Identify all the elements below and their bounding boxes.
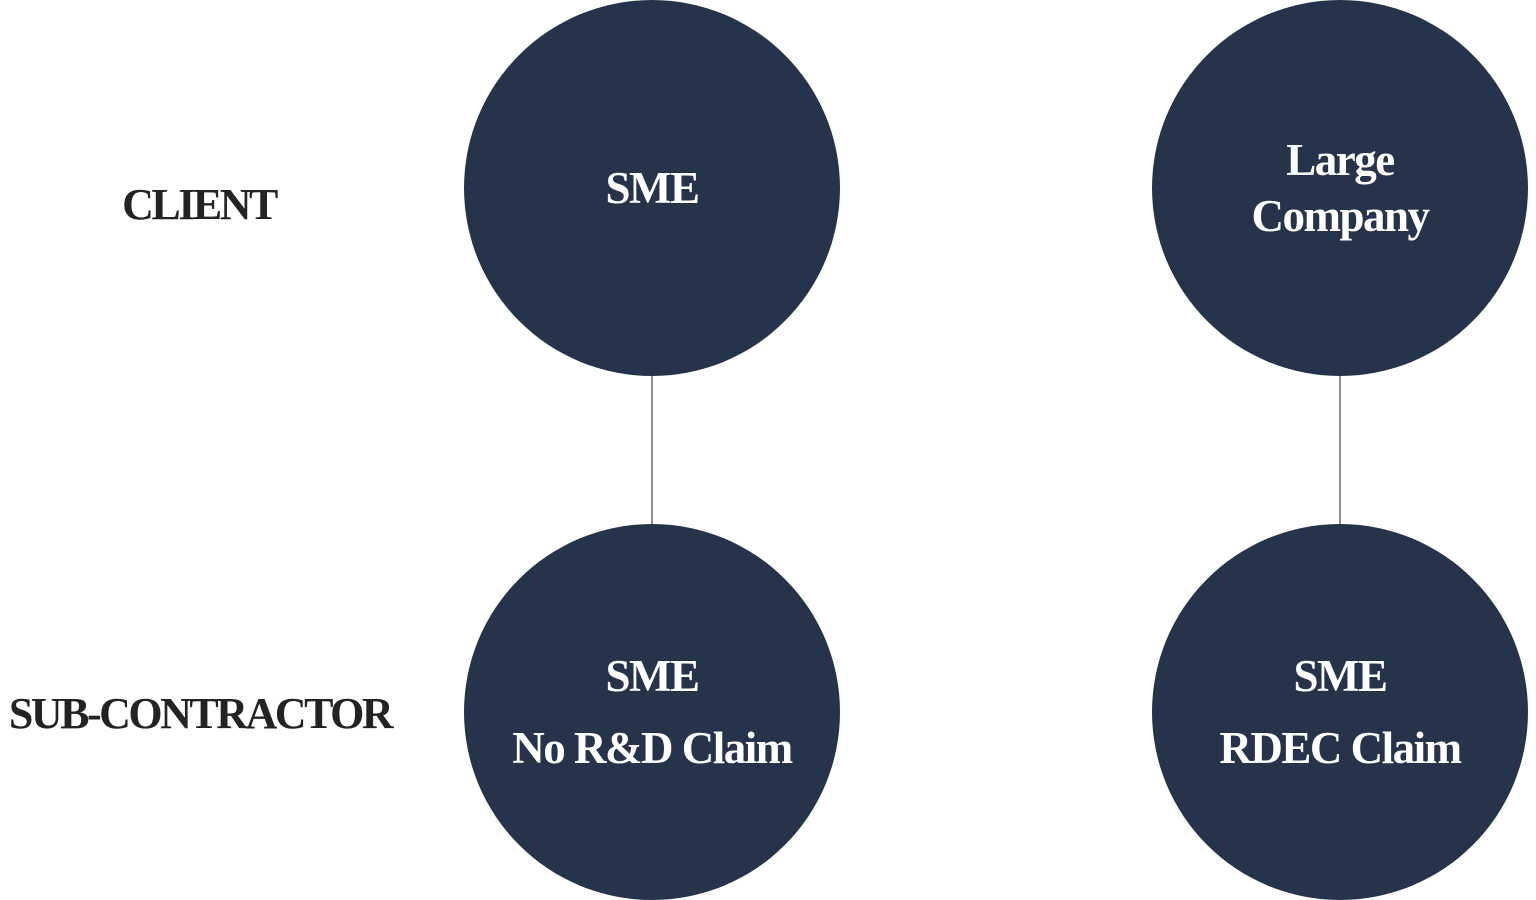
client-node-sme: SME (464, 0, 840, 376)
node-text-line: SME (605, 163, 700, 213)
connector-line-scenario-2 (1339, 374, 1341, 526)
node-text-line: Company (1251, 191, 1430, 241)
row-label-subcontractor: SUB-CONTRACTOR (8, 689, 394, 738)
node-text-line: RDEC Claim (1219, 723, 1462, 773)
row-label-client: CLIENT (122, 180, 278, 229)
client-node-large-company: Large Company (1152, 0, 1528, 376)
node-text-line: No R&D Claim (512, 723, 793, 773)
subcontractor-node-sme-rdec-claim: SME RDEC Claim (1152, 524, 1528, 900)
node-text-line: SME (1293, 651, 1388, 701)
subcontractor-node-sme-no-rd-claim: SME No R&D Claim (464, 524, 840, 900)
node-text-line: SME (605, 651, 700, 701)
connector-line-scenario-1 (651, 374, 653, 526)
node-text-line: Large (1286, 135, 1395, 185)
